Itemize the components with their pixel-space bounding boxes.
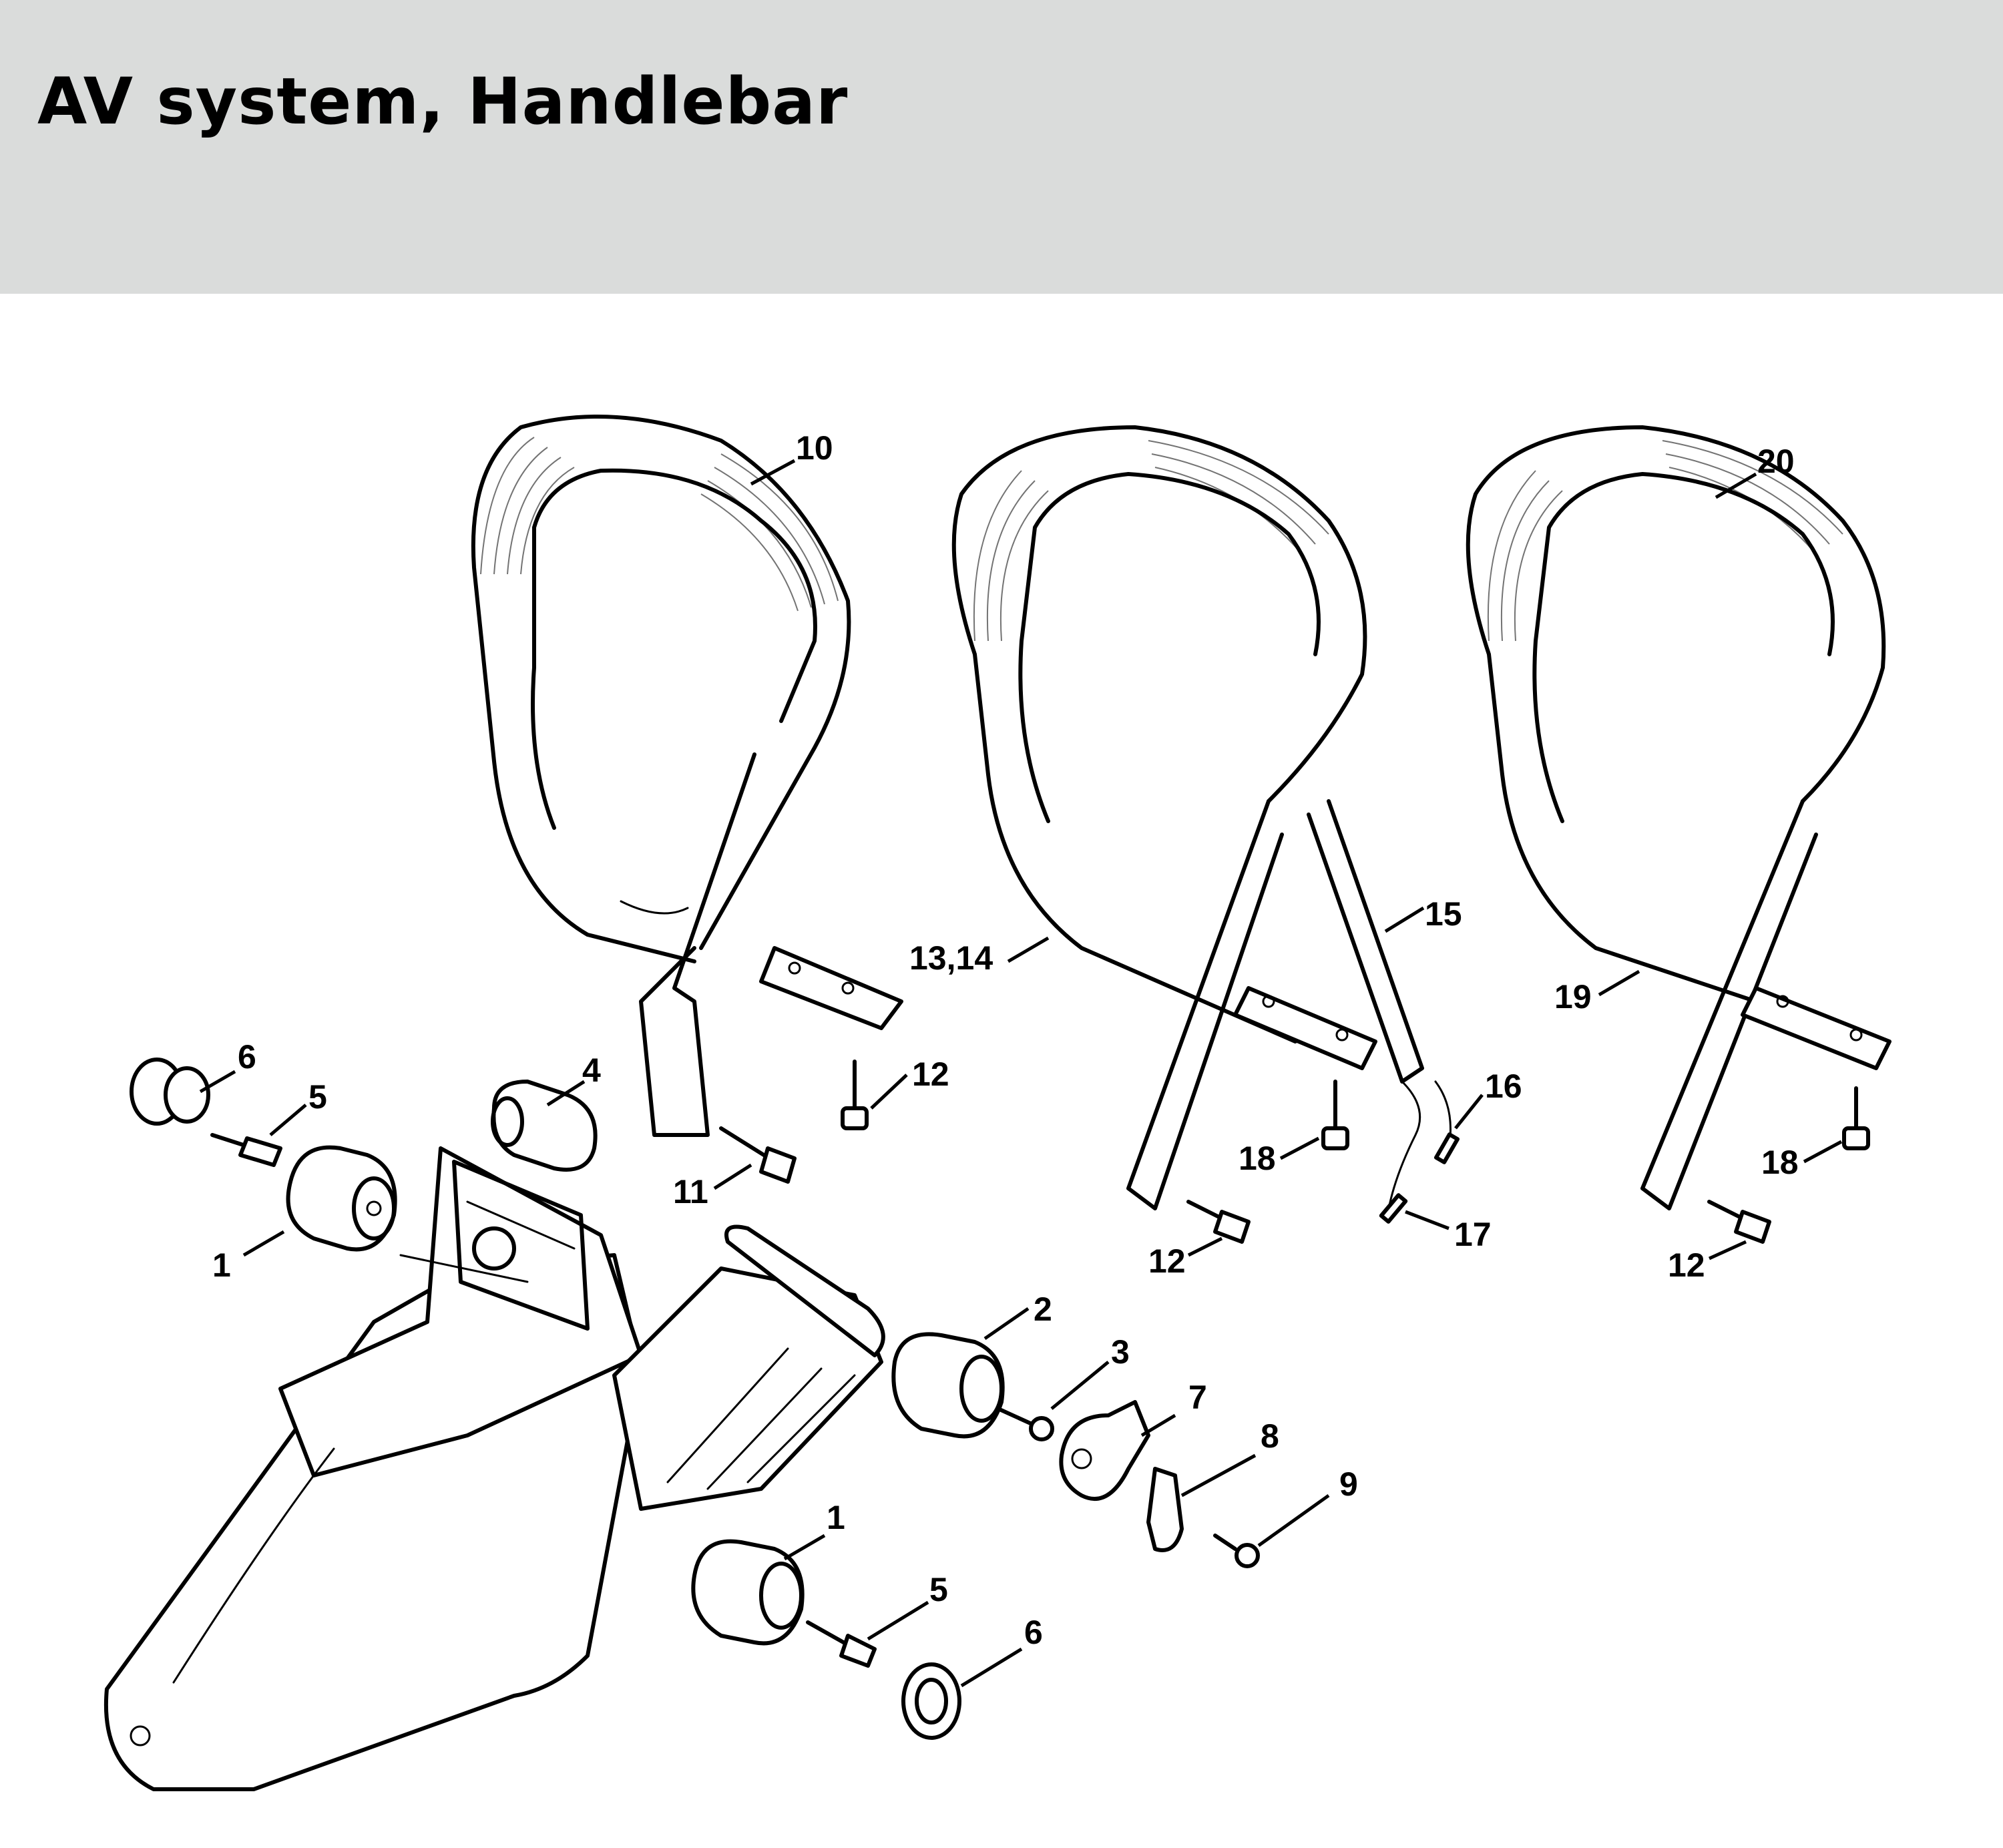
page-title: AV system, Handlebar bbox=[37, 64, 849, 139]
callout-8: 8 bbox=[1261, 1417, 1279, 1455]
callout-5-bottom: 5 bbox=[929, 1571, 948, 1608]
buffer-1-bottom bbox=[691, 1539, 805, 1646]
screw-12-c bbox=[1707, 1200, 1771, 1244]
callout-12-c: 12 bbox=[1668, 1246, 1705, 1284]
callout-3: 3 bbox=[1111, 1333, 1130, 1371]
callout-10: 10 bbox=[796, 429, 833, 467]
buffer-4 bbox=[491, 1080, 598, 1172]
callout-18-b: 18 bbox=[1761, 1144, 1799, 1181]
callout-17: 17 bbox=[1454, 1216, 1492, 1253]
callout-4: 4 bbox=[582, 1052, 601, 1089]
callout-1-top: 1 bbox=[212, 1246, 231, 1284]
screw-12-b bbox=[1186, 1200, 1251, 1244]
screw-18-b bbox=[1842, 1086, 1870, 1150]
callout-20: 20 bbox=[1757, 443, 1795, 480]
callout-12-b: 12 bbox=[1148, 1242, 1186, 1280]
callout-13-14: 13,14 bbox=[909, 939, 993, 977]
callout-16: 16 bbox=[1485, 1068, 1522, 1105]
callout-2: 2 bbox=[1034, 1291, 1052, 1328]
callout-1-bottom: 1 bbox=[827, 1499, 845, 1536]
screw-9 bbox=[1213, 1534, 1260, 1568]
clamp-7 bbox=[1059, 1400, 1150, 1501]
cap-6-bottom bbox=[901, 1662, 961, 1740]
handlebar-13-14 bbox=[951, 425, 1424, 1210]
handlebar-19-20 bbox=[1466, 425, 1891, 1210]
screw-12-a bbox=[841, 1060, 869, 1130]
callout-6-top: 6 bbox=[238, 1038, 256, 1076]
callout-12-a: 12 bbox=[912, 1056, 949, 1093]
screw-18-a bbox=[1321, 1080, 1349, 1150]
callout-9: 9 bbox=[1339, 1465, 1358, 1503]
screw-11 bbox=[719, 1126, 797, 1184]
screw-5-bottom bbox=[806, 1620, 877, 1668]
callout-18-a: 18 bbox=[1239, 1140, 1276, 1177]
callout-labels: 10 20 15 13,14 19 6 4 5 12 16 18 18 11 1… bbox=[212, 429, 1799, 1651]
buffer-1-top bbox=[286, 1145, 397, 1252]
buffer-2 bbox=[891, 1332, 1005, 1439]
handlebar-10 bbox=[471, 415, 903, 1137]
plate-8 bbox=[1146, 1467, 1184, 1552]
callout-6-bottom: 6 bbox=[1024, 1614, 1043, 1651]
callout-11: 11 bbox=[673, 1173, 708, 1210]
screw-5-top bbox=[210, 1133, 282, 1167]
wire-16-17 bbox=[1379, 1080, 1460, 1224]
screw-3 bbox=[996, 1407, 1054, 1441]
saw-housing bbox=[103, 1146, 885, 1791]
header-bar bbox=[0, 0, 2003, 294]
callout-7: 7 bbox=[1188, 1379, 1207, 1416]
callout-5-top: 5 bbox=[308, 1078, 327, 1116]
cap-6-top bbox=[130, 1058, 210, 1126]
leader-lines bbox=[199, 459, 1843, 1688]
callout-19: 19 bbox=[1554, 978, 1592, 1015]
callout-15: 15 bbox=[1425, 895, 1462, 933]
